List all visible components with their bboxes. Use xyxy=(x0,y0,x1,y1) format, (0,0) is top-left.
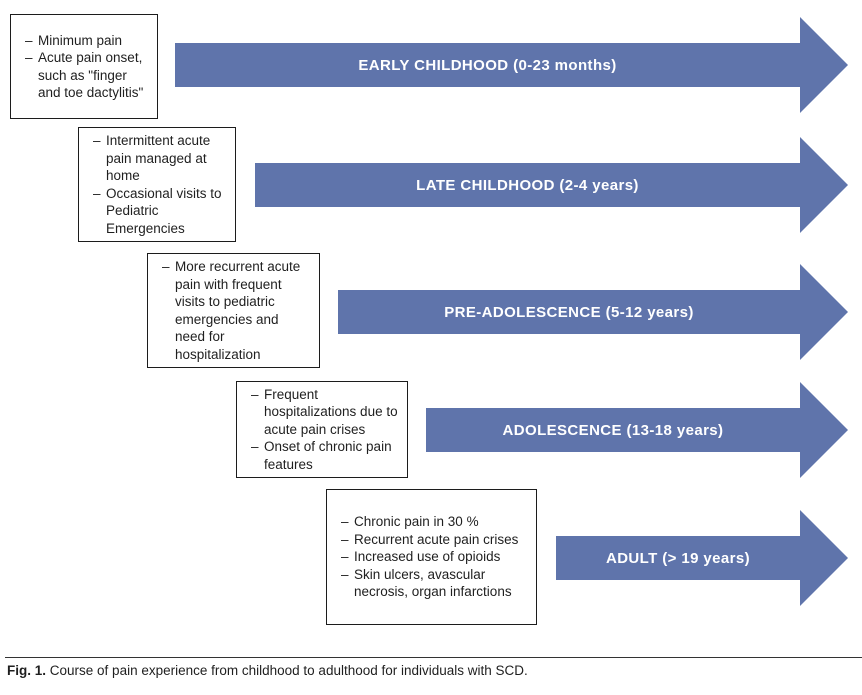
arrow-body: EARLY CHILDHOOD (0-23 months) xyxy=(175,43,800,87)
bullet-dash: – xyxy=(341,549,349,565)
note-text: Intermittent acute pain managed at home xyxy=(106,133,211,183)
arrow-head-icon xyxy=(800,264,848,360)
notes-box-adolescence: – Frequent hospitalizations due to acute… xyxy=(236,381,408,478)
note-text: Skin ulcers, avascular necrosis, organ i… xyxy=(354,566,512,600)
note-item: – Occasional visits to Pediatric Emergen… xyxy=(93,185,227,238)
note-text: Chronic pain in 30 % xyxy=(354,514,479,530)
bullet-dash: – xyxy=(341,531,349,547)
stage-arrow-adult: ADULT (> 19 years) xyxy=(556,510,848,606)
stage-arrow-late-childhood: LATE CHILDHOOD (2-4 years) xyxy=(255,137,848,233)
stage-label: LATE CHILDHOOD (2-4 years) xyxy=(416,176,639,194)
bullet-dash: – xyxy=(341,566,349,582)
stage-label: ADOLESCENCE (13-18 years) xyxy=(502,421,724,439)
notes-box-early-childhood: – Minimum pain – Acute pain onset, such … xyxy=(10,14,158,119)
bullet-dash: – xyxy=(25,32,33,48)
arrow-head-icon xyxy=(800,382,848,478)
note-text: Minimum pain xyxy=(38,32,123,48)
figure-caption: Fig. 1. Course of pain experience from c… xyxy=(7,663,528,678)
note-text: More recurrent acute pain with frequent … xyxy=(175,259,301,362)
notes-box-adult: – Chronic pain in 30 % – Recurrent acute… xyxy=(326,489,537,625)
note-item: – Increased use of opioids xyxy=(341,548,528,566)
notes-box-pre-adolescence: – More recurrent acute pain with frequen… xyxy=(147,253,320,368)
note-text: Acute pain onset, such as "finger and to… xyxy=(38,50,144,100)
stage-label: EARLY CHILDHOOD (0-23 months) xyxy=(358,56,617,74)
bullet-dash: – xyxy=(25,50,33,65)
arrow-body: ADULT (> 19 years) xyxy=(556,536,800,580)
bullet-dash: – xyxy=(341,514,349,530)
bullet-dash: – xyxy=(251,439,259,455)
note-text: Occasional visits to Pediatric Emergenci… xyxy=(106,185,222,236)
bullet-dash: – xyxy=(93,185,101,201)
arrow-body: LATE CHILDHOOD (2-4 years) xyxy=(255,163,800,207)
bullet-dash: – xyxy=(93,133,101,148)
note-item: – More recurrent acute pain with frequen… xyxy=(162,258,311,363)
note-text: Recurrent acute pain crises xyxy=(354,531,519,547)
stage-label: PRE-ADOLESCENCE (5-12 years) xyxy=(444,303,694,321)
stage-arrow-adolescence: ADOLESCENCE (13-18 years) xyxy=(426,382,848,478)
note-item: – Chronic pain in 30 % xyxy=(341,513,528,531)
bullet-dash: – xyxy=(162,259,170,274)
stage-label: ADULT (> 19 years) xyxy=(605,549,751,567)
note-text: Frequent hospitalizations due to acute p… xyxy=(264,386,398,437)
note-item: – Intermittent acute pain managed at hom… xyxy=(93,132,227,185)
figure-number: Fig. 1. xyxy=(7,663,47,678)
note-item: – Minimum pain xyxy=(25,32,149,50)
note-text: Increased use of opioids xyxy=(354,549,501,565)
caption-divider xyxy=(5,657,862,658)
note-item: – Skin ulcers, avascular necrosis, organ… xyxy=(341,566,528,601)
stage-arrow-pre-adolescence: PRE-ADOLESCENCE (5-12 years) xyxy=(338,264,848,360)
bullet-dash: – xyxy=(251,386,259,402)
note-text: Onset of chronic pain features xyxy=(264,439,392,472)
notes-box-late-childhood: – Intermittent acute pain managed at hom… xyxy=(78,127,236,242)
arrow-head-icon xyxy=(800,137,848,233)
note-item: – Onset of chronic pain features xyxy=(251,438,399,473)
note-item: – Acute pain onset, such as "finger and … xyxy=(25,49,149,102)
arrow-body: ADOLESCENCE (13-18 years) xyxy=(426,408,800,452)
arrow-head-icon xyxy=(800,510,848,606)
arrow-body: PRE-ADOLESCENCE (5-12 years) xyxy=(338,290,800,334)
note-item: – Frequent hospitalizations due to acute… xyxy=(251,386,399,439)
arrow-head-icon xyxy=(800,17,848,113)
figure-caption-text: Course of pain experience from childhood… xyxy=(49,663,528,678)
stage-arrow-early-childhood: EARLY CHILDHOOD (0-23 months) xyxy=(175,17,848,113)
note-item: – Recurrent acute pain crises xyxy=(341,531,528,549)
